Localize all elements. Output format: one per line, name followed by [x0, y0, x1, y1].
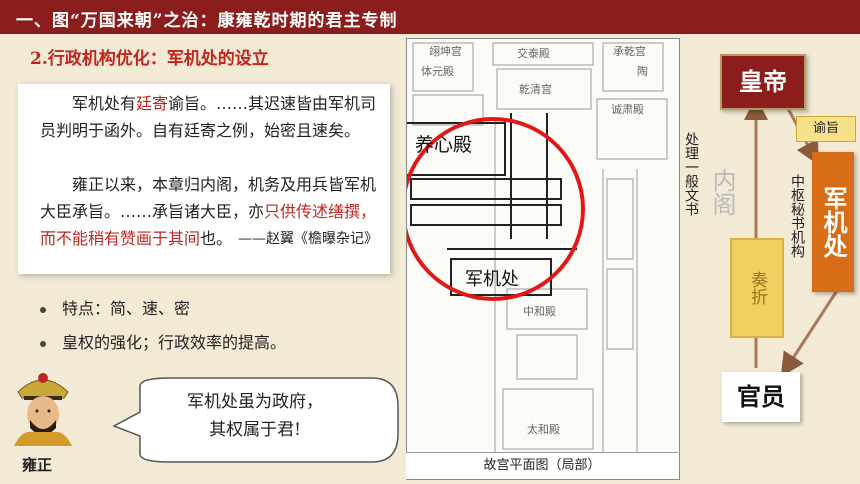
portrait-name: 雍正 [22, 456, 53, 474]
speech-line: 军机处虽为政府， [187, 392, 323, 412]
quote-paragraph-2: 雍正以来，本章归内阁，机务及用兵皆军机大臣承旨。……承旨诸大臣，亦只供传述缮撰，… [40, 171, 378, 252]
map-label: 交泰殿 [517, 46, 550, 60]
speech-text: 军机处虽为政府， 其权属于君! [130, 388, 380, 444]
bullet-list: 特点：简、速、密 皇权的强化；行政效率的提高。 [40, 292, 286, 360]
neige-box: 内阁 [708, 168, 736, 216]
quote-source: ——赵翼《檐曝杂记》 [238, 231, 378, 247]
bullet-dot [40, 340, 46, 347]
bullet-text: 特点：简、速、密 [62, 299, 191, 318]
map-label: 体元殿 [421, 64, 454, 78]
slide-header: 一、图“万国来朝”之治：康雍乾时期的君主专制 [0, 0, 860, 34]
junjichu-desc: 中枢秘书机构 [789, 174, 805, 258]
map-label: 乾清宫 [519, 82, 552, 96]
junjichu-box: 军机处 [812, 152, 854, 292]
emperor-portrait [14, 373, 72, 446]
memorial-box: 奏折 [730, 238, 784, 338]
quote-paragraph-1: 军机处有廷寄谕旨。……其迟速皆由军机司员判明于函外。自有廷寄之例，始密且速矣。 [40, 90, 378, 144]
map-label: 中和殿 [523, 305, 556, 318]
slide-title: 一、图“万国来朝”之治：康雍乾时期的君主专制 [16, 11, 398, 31]
officials-box: 官员 [722, 372, 800, 422]
power-diagram: 皇帝 谕旨 军机处 中枢秘书机构 处理一般文书 内阁 奏折 官员 [680, 40, 860, 480]
bullet-item: 皇权的强化；行政效率的提高。 [40, 326, 286, 360]
emperor-box: 皇帝 [720, 54, 806, 110]
map-label: 陶 [637, 64, 648, 78]
section-subtitle: 2.行政机构优化：军机处的设立 [30, 49, 269, 69]
palace-floor-plan: 翊坤宫 交泰殿 承乾宫 体元殿 乾清宫 陶 诚肃殿 中和殿 太和殿 养心殿 军机… [407, 42, 668, 479]
speech-line: 其权属于君! [209, 420, 301, 440]
bullet-item: 特点：简、速、密 [40, 292, 286, 326]
map-label-junjichu: 军机处 [465, 269, 519, 290]
quote-box: 军机处有廷寄谕旨。……其迟速皆由军机司员判明于函外。自有廷寄之例，始密且速矣。 … [18, 84, 390, 274]
map-label-yangxindian: 养心殿 [415, 134, 472, 156]
map-label: 诚肃殿 [611, 103, 644, 116]
map-label: 承乾宫 [613, 44, 646, 58]
quote-text: 谕旨。……其迟速皆由军机司员判明于函外。自有廷寄之例，始密且速矣。 [40, 94, 377, 140]
quote-text: 也。 [200, 229, 233, 248]
map-caption: 故宫平面图（局部） [406, 452, 678, 479]
map-label: 太和殿 [527, 423, 560, 436]
quote-highlight: 只供传述缮撰，而不能稍有赞画于其间 [40, 202, 377, 248]
speech-bubble [112, 377, 399, 463]
quote-highlight: 廷寄 [136, 94, 169, 113]
bullet-text: 皇权的强化；行政效率的提高。 [62, 333, 287, 352]
map-label: 翊坤宫 [429, 44, 462, 58]
quote-text: 雍正以来，本章归内阁，机务及用兵皆军机大臣承旨。……承旨诸大臣，亦 [40, 175, 377, 221]
bullet-dot [40, 306, 46, 313]
neige-desc: 处理一般文书 [683, 132, 699, 216]
quote-text: 军机处有 [40, 94, 137, 113]
palace-map: 翊坤宫 交泰殿 承乾宫 体元殿 乾清宫 陶 诚肃殿 中和殿 太和殿 养心殿 军机… [406, 38, 680, 480]
edict-label: 谕旨 [796, 116, 856, 142]
